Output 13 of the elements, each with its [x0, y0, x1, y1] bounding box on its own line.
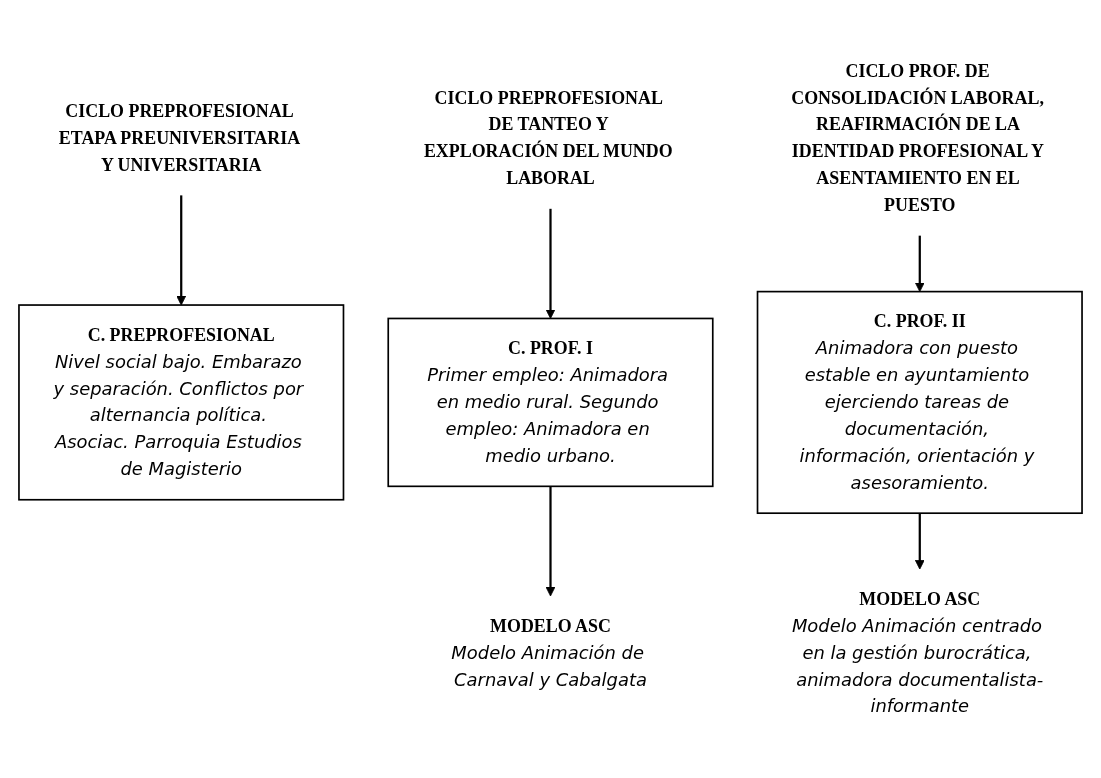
node-text: CICLO PREPROFESIONAL ETAPA PREUNIVERSITARIA Y UNIVERSITARIA	[58, 101, 300, 175]
node-box: C. PROF. I Primer empleo: Animadora en medio rural. Segundo empleo: Animadora en medio urbano.	[387, 317, 714, 488]
arrow	[545, 208, 556, 319]
arrow	[914, 235, 925, 293]
node-text: MODELO ASC Modelo Animación de Carnaval y Cabalgata	[451, 616, 647, 691]
node-text: CICLO PROF. DE CONSOLIDACIÓN LABORAL, REAFIRMACIÓN DE LA IDENTIDAD PROFESIONAL Y ASENTAMIENTO EN EL PUESTO	[791, 61, 1044, 215]
node-box: C. PREPROFESIONAL Nivel social bajo. Embarazo y separación. Conflictos por alternancia política. Asociac. Parroquia Estudios de Magisterio	[18, 304, 345, 501]
node-text: CICLO PREPROFESIONAL DE TANTEO Y EXPLORACIÓN DEL MUNDO LABORAL	[423, 87, 673, 188]
arrow	[176, 195, 187, 306]
node-box: C. PROF. II Animadora con puesto estable en ayuntamiento ejerciendo tareas de documentación, información, orientación y asesoramiento.	[756, 290, 1083, 515]
arrow	[914, 513, 925, 570]
arrow	[545, 486, 556, 597]
node-text: MODELO ASC Modelo Animación centrado en la gestión burocrática, animadora documentalista-informante	[791, 589, 1044, 717]
